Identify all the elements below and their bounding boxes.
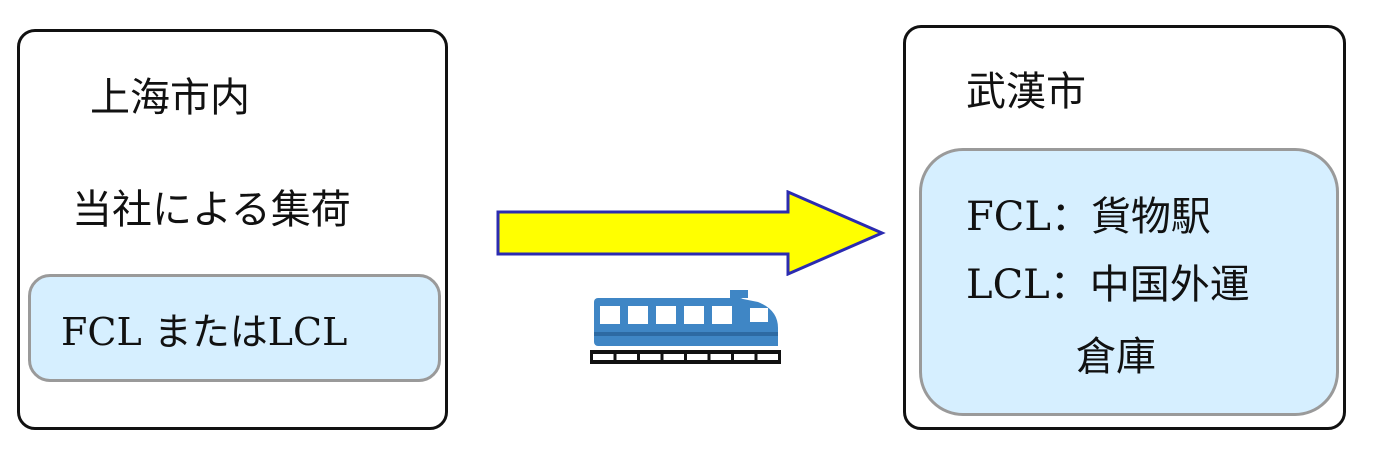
- destination-lcl-text-continued: 倉庫: [1076, 334, 1156, 380]
- train-window: [684, 306, 704, 324]
- train-body: [594, 290, 778, 346]
- track-tie: [590, 350, 593, 364]
- train-window: [628, 306, 648, 324]
- destination-title: 武漢市: [966, 69, 1086, 115]
- right-arrow-icon: [496, 190, 886, 276]
- track-tie: [754, 350, 758, 364]
- track-tie: [707, 350, 711, 364]
- origin-cargo-box: FCL またはLCL: [28, 274, 441, 382]
- train-stripe: [594, 332, 778, 336]
- track-tie: [778, 350, 781, 364]
- destination-fcl-text: FCL：貨物駅: [966, 194, 1211, 240]
- train-icon: [590, 290, 781, 364]
- train-window: [656, 306, 676, 324]
- origin-title: 上海市内: [90, 75, 250, 121]
- track-tie: [684, 350, 687, 364]
- train-window: [600, 306, 620, 324]
- track-tie: [637, 350, 640, 364]
- track-tie: [613, 350, 617, 364]
- track-tie: [731, 350, 734, 364]
- destination-lcl-text: LCL：中国外運: [966, 262, 1250, 308]
- destination-cargo-box: FCL：貨物駅 LCL：中国外運 倉庫: [919, 148, 1339, 416]
- destination-panel: 武漢市 FCL：貨物駅 LCL：中国外運 倉庫: [903, 25, 1346, 430]
- origin-subtitle: 当社による集荷: [72, 187, 351, 233]
- track-tie: [660, 350, 664, 364]
- train-front-window: [750, 308, 768, 322]
- train-track: [590, 350, 781, 364]
- train-window: [712, 306, 732, 324]
- arrow-shape: [496, 190, 886, 276]
- origin-panel: 上海市内 当社による集荷 FCL またはLCL: [17, 29, 448, 430]
- origin-cargo-text: FCL またはLCL: [61, 310, 348, 354]
- train-pantograph: [730, 290, 748, 298]
